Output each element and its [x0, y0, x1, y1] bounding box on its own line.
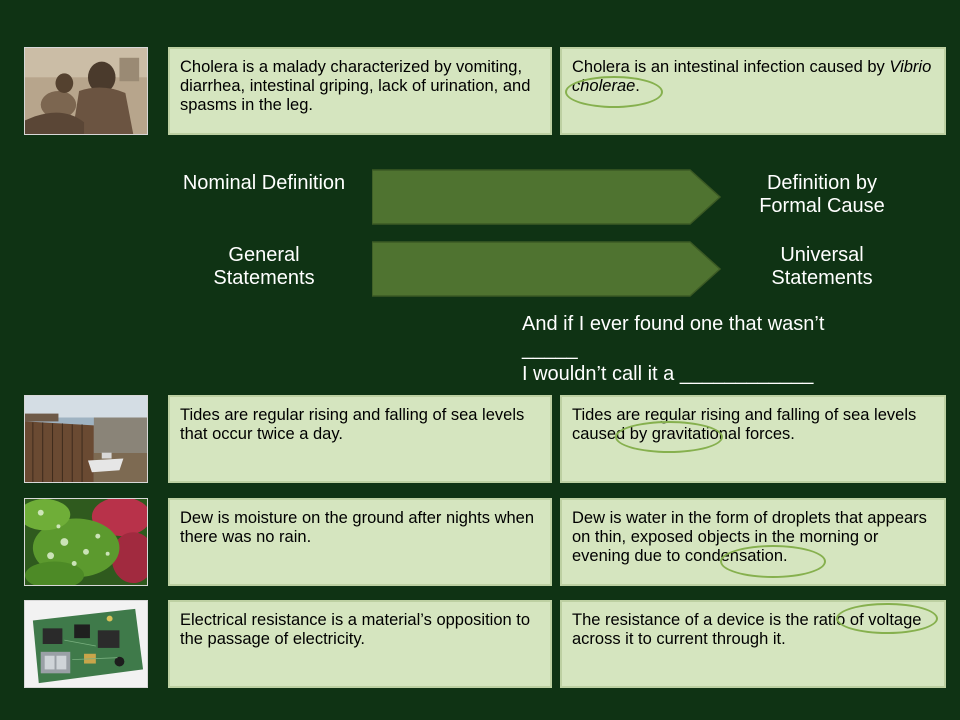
cholera-formal-suffix: . [635, 77, 640, 95]
tides-formal-card: Tides are regular rising and falling of … [560, 395, 946, 483]
nominal-definition-label: Nominal Definition [182, 172, 346, 194]
resistance-nominal-card: Electrical resistance is a material’s op… [168, 600, 552, 688]
question-line-3: I wouldn’t call it a ____________ [522, 363, 814, 385]
question-text: And if I ever found one that wasn’t ____… [522, 312, 942, 387]
cholera-nominal-text: Cholera is a malady characterized by vom… [180, 58, 531, 114]
dew-nominal-text: Dew is moisture on the ground after nigh… [180, 509, 535, 546]
cholera-formal-text: Cholera is an intestinal infection cause… [572, 58, 934, 96]
tides-photo [24, 395, 148, 483]
cholera-photo [24, 47, 148, 135]
tides-nominal-card: Tides are regular rising and falling of … [168, 395, 552, 483]
cholera-formal-card: Cholera is an intestinal infection cause… [560, 47, 946, 135]
cholera-nominal-card: Cholera is a malady characterized by vom… [168, 47, 552, 135]
universal-statements-label: Universal Statements [771, 244, 873, 289]
dew-formal-text: Dew is water in the form of droplets tha… [572, 509, 927, 565]
arrow-right-icon [372, 168, 722, 226]
resistance-formal-text: The resistance of a device is the ratio … [572, 611, 922, 648]
question-line-2: _____ [522, 338, 578, 360]
resistance-nominal-text: Electrical resistance is a material’s op… [180, 611, 531, 648]
tides-formal-text: Tides are regular rising and falling of … [572, 406, 917, 443]
dew-formal-card: Dew is water in the form of droplets tha… [560, 498, 946, 586]
dew-photo [24, 498, 148, 586]
cholera-formal-organism: Vibrio cholerae [572, 58, 932, 95]
question-line-1: And if I ever found one that wasn’t [522, 313, 825, 335]
circuit-board-photo [24, 600, 148, 688]
general-statements-label: General Statements [213, 244, 315, 289]
formal-cause-label: Definition by Formal Cause [759, 172, 885, 217]
resistance-formal-card: The resistance of a device is the ratio … [560, 600, 946, 688]
dew-nominal-card: Dew is moisture on the ground after nigh… [168, 498, 552, 586]
tides-nominal-text: Tides are regular rising and falling of … [180, 406, 525, 443]
cholera-formal-prefix: Cholera is an intestinal infection cause… [572, 58, 890, 76]
arrow-right-icon [372, 240, 722, 298]
